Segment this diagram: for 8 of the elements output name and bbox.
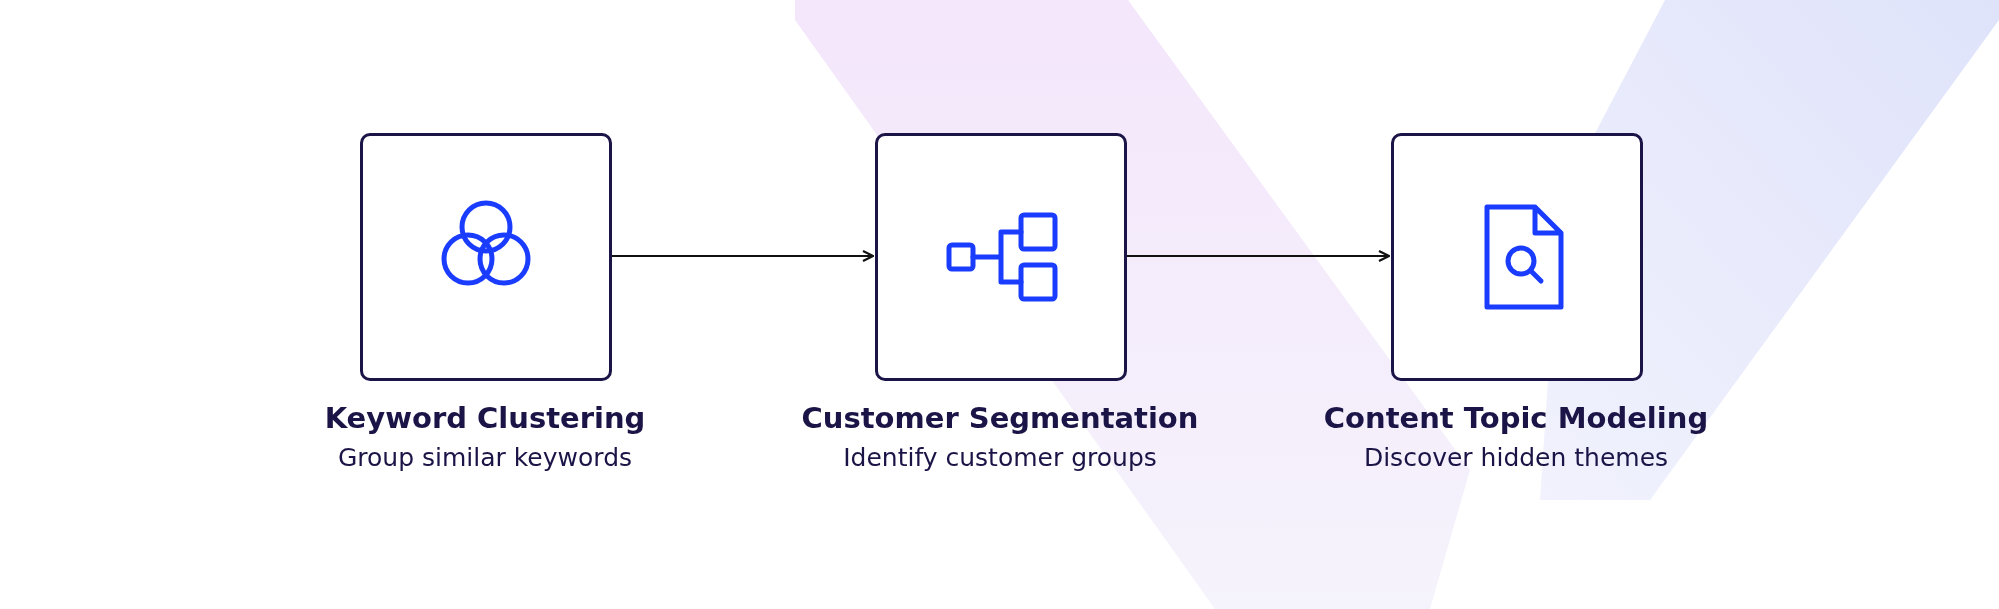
node-title: Customer Segmentation	[800, 401, 1200, 435]
arrow	[1125, 249, 1391, 263]
node-title: Keyword Clustering	[323, 401, 647, 435]
node-subtitle: Identify customer groups	[842, 443, 1158, 472]
node-subtitle: Group similar keywords	[336, 443, 634, 472]
node-subtitle: Discover hidden themes	[1362, 443, 1670, 472]
node-title: Content Topic Modeling	[1322, 401, 1710, 435]
arrow	[610, 249, 875, 263]
